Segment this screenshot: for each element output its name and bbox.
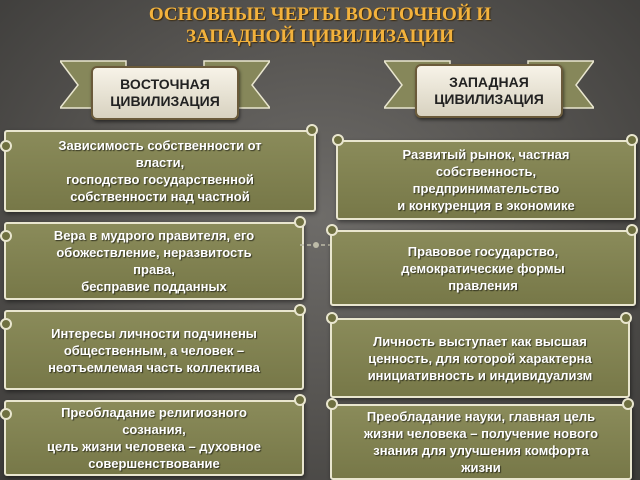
scroll-curl-decoration [0, 140, 12, 152]
west-header-line-2: ЦИВИЛИЗАЦИЯ [434, 91, 544, 107]
scroll-curl-decoration [294, 216, 306, 228]
west-item-4-line-2: жизни человека – получение нового [363, 426, 599, 441]
east-item-2-line-4: бесправие подданных [81, 279, 227, 294]
east-item-1: Зависимость собственности от власти, гос… [4, 130, 316, 212]
east-item-3-line-1: Интересы личности подчинены [51, 325, 257, 341]
slide-title: ОСНОВНЫЕ ЧЕРТЫ ВОСТОЧНОЙ И ЗАПАДНОЙ ЦИВИ… [0, 4, 640, 48]
east-item-2-line-2: обожествление, неразвитость [56, 245, 252, 260]
scroll-curl-decoration [306, 124, 318, 136]
east-header-label: ВОСТОЧНАЯ ЦИВИЛИЗАЦИЯ [91, 66, 239, 120]
west-item-4-line-1: Преобладание науки, главная цель [366, 409, 596, 424]
east-header-line-1: ВОСТОЧНАЯ [120, 76, 210, 92]
west-item-4-line-3: знания для улучшения комфорта [373, 443, 589, 458]
east-item-2-line-3: права, [133, 262, 175, 277]
east-item-2: Вера в мудрого правителя, его обожествле… [4, 222, 304, 300]
scroll-curl-decoration [294, 304, 306, 316]
west-item-4: Преобладание науки, главная цель жизни ч… [330, 404, 632, 480]
connector-decoration [300, 242, 332, 248]
scroll-curl-decoration [294, 394, 306, 406]
east-item-3: Интересы личности подчинены общественным… [4, 310, 304, 390]
scroll-curl-decoration [326, 398, 338, 410]
west-item-2-line-3: правления [448, 277, 518, 293]
west-header-line-1: ЗАПАДНАЯ [449, 74, 529, 90]
west-item-1-line-1: Развитый рынок, частная [402, 147, 570, 162]
east-item-1-line-4: собственности над частной [70, 189, 250, 204]
scroll-curl-decoration [326, 312, 338, 324]
scroll-curl-decoration [626, 224, 638, 236]
west-item-3: Личность выступает как высшая ценность, … [330, 318, 630, 398]
east-item-2-line-1: Вера в мудрого правителя, его [53, 228, 255, 243]
west-item-1: Развитый рынок, частная собственность, п… [336, 140, 636, 220]
title-line-2: ЗАПАДНОЙ ЦИВИЛИЗАЦИИ [186, 26, 454, 47]
west-item-1-line-4: и конкуренция в экономике [397, 198, 575, 213]
west-header-label: ЗАПАДНАЯ ЦИВИЛИЗАЦИЯ [415, 64, 563, 118]
scroll-curl-decoration [0, 408, 12, 420]
east-item-1-line-2: власти, [135, 155, 185, 170]
scroll-curl-decoration [326, 224, 338, 236]
west-item-3-line-2: ценность, для которой характерна [368, 350, 592, 366]
west-item-3-line-3: инициативность и индивидуализм [367, 367, 593, 383]
west-item-2-line-1: Правовое государство, [407, 243, 559, 259]
scroll-curl-decoration [622, 398, 634, 410]
west-item-4-line-4: жизни [461, 460, 501, 475]
east-item-1-line-1: Зависимость собственности от [58, 138, 262, 153]
west-item-1-line-2: собственность, [435, 164, 537, 179]
west-item-3-line-1: Личность выступает как высшая [373, 333, 587, 349]
east-header-line-2: ЦИВИЛИЗАЦИЯ [110, 93, 220, 109]
west-item-2-line-2: демократические формы [401, 260, 565, 276]
west-header: ЗАПАДНАЯ ЦИВИЛИЗАЦИЯ [384, 58, 594, 118]
scroll-curl-decoration [332, 134, 344, 146]
east-item-4-line-1: Преобладание религиозного [61, 405, 247, 420]
east-item-1-line-3: господство государственной [66, 172, 254, 187]
scroll-curl-decoration [620, 312, 632, 324]
west-item-2: Правовое государство, демократические фо… [330, 230, 636, 306]
east-item-4-line-4: совершенствование [88, 456, 220, 471]
title-line-1: ОСНОВНЫЕ ЧЕРТЫ ВОСТОЧНОЙ И [148, 4, 492, 25]
west-item-1-line-3: предпринимательство [412, 181, 560, 196]
east-header: ВОСТОЧНАЯ ЦИВИЛИЗАЦИЯ [60, 58, 270, 120]
scroll-curl-decoration [0, 318, 12, 330]
east-item-4-line-3: цель жизни человека – духовное [47, 439, 261, 454]
east-item-3-line-3: неотъемлемая часть коллектива [48, 359, 260, 375]
east-item-3-line-2: общественным, а человек – [63, 342, 245, 358]
scroll-curl-decoration [0, 230, 12, 242]
scroll-curl-decoration [626, 134, 638, 146]
east-item-4-line-2: сознания, [122, 422, 186, 437]
east-item-4: Преобладание религиозного сознания, цель… [4, 400, 304, 476]
